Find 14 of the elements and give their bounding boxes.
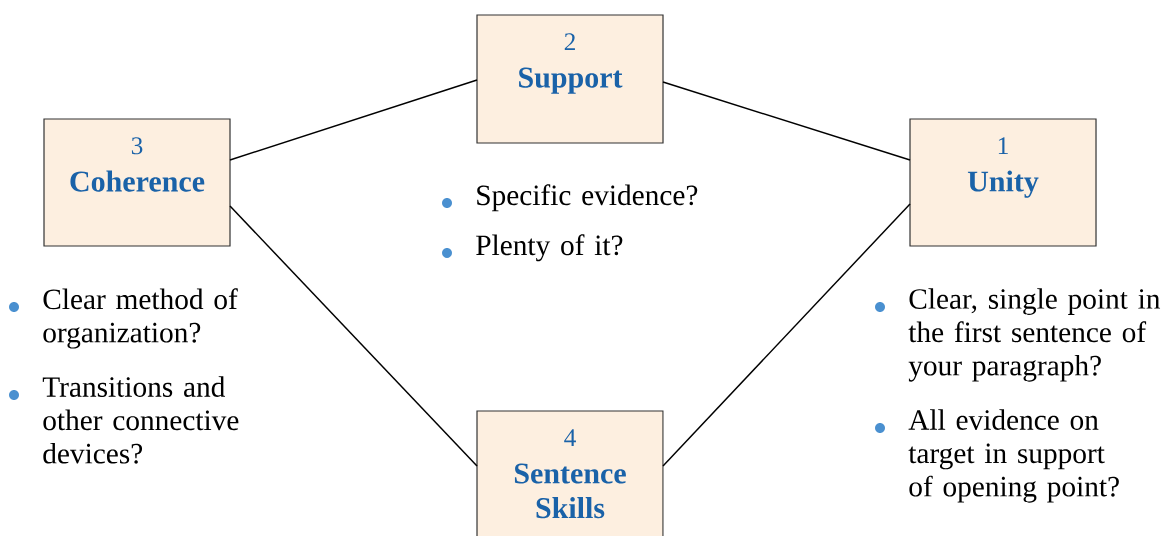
connector-line <box>229 79 478 161</box>
label-box: 2 Support <box>476 14 664 144</box>
bullet-item: Plenty of it? <box>442 234 623 262</box>
label-box: 3 Coherence <box>43 118 231 247</box>
bullet-item: Clear method of organization? <box>9 288 238 349</box>
bullet-item: All evidence on target in support of opening point? <box>875 409 1119 503</box>
connector-line <box>662 203 911 467</box>
bullet-item: Specific evidence? <box>442 184 698 212</box>
bullet-item: Transitions and other connective devices? <box>9 376 239 464</box>
bullet-item: Clear, single point in the first sentence of your paragraph? <box>875 288 1161 382</box>
label-box: 4 Sentence Skills <box>476 410 664 536</box>
label-box: 1 Unity <box>909 118 1097 247</box>
connector-line <box>662 81 911 161</box>
connector-line <box>229 205 478 467</box>
